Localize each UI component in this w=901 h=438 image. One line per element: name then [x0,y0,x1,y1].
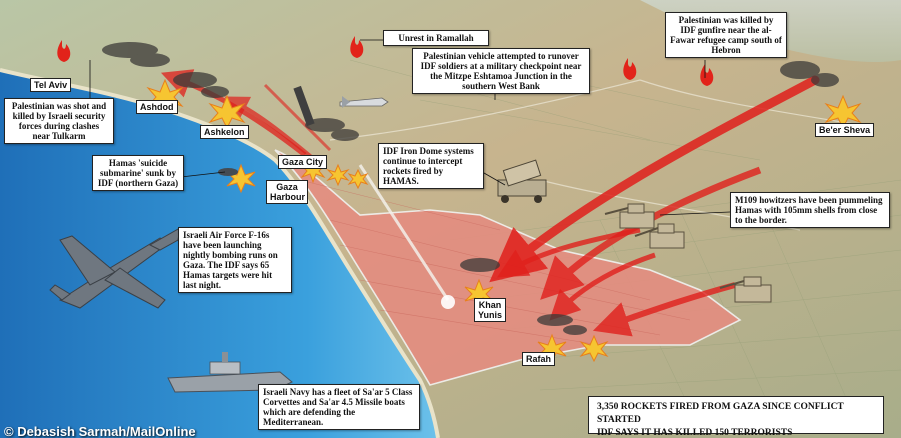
annotation-checkpoint: Palestinian vehicle attempted to runover… [412,48,590,94]
arrow-from-howitzer-1 [496,227,641,278]
submarine [218,168,238,176]
annotation-hebron: Palestinian was killed by IDF gunfire ne… [665,12,787,58]
annotation-tulkarm: Palestinian was shot and killed by Israe… [4,98,114,144]
city-label-tel-aviv: Tel Aviv [30,78,72,92]
summary-killed: IDF SAYS IT HAS KILLED 150 TERRORISTS [597,428,793,438]
city-label-rafah: Rafah [522,352,556,366]
arrow-from-howitzer-3 [592,282,736,337]
image-credit: © Debasish Sarmah/MailOnline [4,424,196,438]
city-label-ashkelon: Ashkelon [200,125,249,139]
city-label-gaza-harbour: Gaza Harbour [266,180,308,204]
interception-burst [441,295,455,309]
smoke-plume [102,42,839,335]
annotation-iron-dome: IDF Iron Dome systems continue to interc… [378,143,484,189]
arrow-from-beer-sheva [489,75,820,283]
f16-jet [49,227,181,309]
annotation-submarine: Hamas 'suicide submarine' sunk by IDF (n… [92,155,184,191]
annotation-navy: Israeli Navy has a fleet of Sa'ar 5 Clas… [258,384,420,430]
iron-dome-launcher [497,159,547,203]
summary-rockets: 3,350 ROCKETS FIRED FROM GAZA SINCE CONF… [597,402,844,425]
missile [339,96,389,108]
explosion-icon [146,78,862,364]
annotation-m109: M109 howitzers have been pummeling Hamas… [730,192,890,228]
summary-box: 3,350 ROCKETS FIRED FROM GAZA SINCE CONF… [588,396,884,438]
city-label-gaza-city: Gaza City [278,155,328,169]
annotation-f16: Israeli Air Force F-16s have been launch… [178,227,292,293]
annotation-ramallah: Unrest in Ramallah [383,30,489,46]
city-label-ashdod: Ashdod [136,100,178,114]
howitzer [604,203,772,303]
city-label-beer-sheva: Be'er Sheva [815,123,875,137]
arrow-from-howitzer-2 [549,252,656,321]
city-label-khan-yunis: Khan Yunis [474,298,506,322]
rocket-arrow-north [263,83,332,152]
missile-trail [358,164,450,301]
fire-icon [57,36,714,86]
checkpoint-vehicle [293,85,315,127]
